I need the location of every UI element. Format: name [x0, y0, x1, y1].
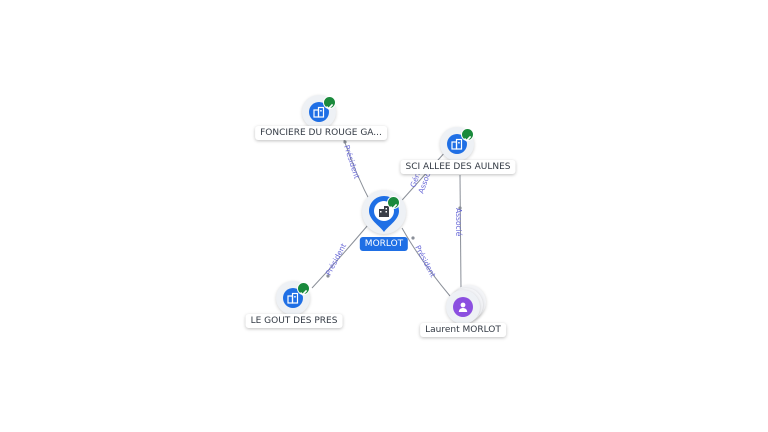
node-central[interactable]: MORLOT	[359, 188, 409, 251]
verified-check-icon	[297, 282, 310, 296]
verified-check-icon	[323, 96, 336, 110]
node-label-laurent: Laurent MORLOT	[420, 323, 506, 337]
company-building-icon	[451, 138, 463, 150]
edge-gout-arrow	[326, 274, 330, 278]
edge-label-laurent-sci: Associé	[454, 208, 463, 237]
node-laurent[interactable]: Laurent MORLOT	[420, 285, 506, 337]
person-icon	[458, 302, 468, 312]
company-building-icon	[313, 106, 325, 118]
edge-fonciere-arrow	[343, 140, 347, 144]
node-gout[interactable]: LE GOUT DES PRES	[245, 281, 343, 328]
edge-label-laurent-central: Président	[413, 244, 437, 279]
edge-label-gout: Président	[324, 242, 348, 277]
node-label-sci: SCI ALLEE DES AULNES	[400, 160, 516, 174]
node-label-gout: LE GOUT DES PRES	[245, 314, 343, 328]
verified-check-icon	[387, 196, 400, 210]
verified-check-icon	[461, 128, 474, 142]
edge-laurent-sci	[459, 174, 462, 291]
edge-gout	[311, 224, 369, 289]
edge-label-fonciere: Président	[342, 144, 361, 180]
node-label-fonciere: FONCIERE DU ROUGE GA...	[255, 126, 387, 140]
company-building-icon	[379, 206, 389, 217]
node-label-central: MORLOT	[359, 237, 409, 251]
company-building-icon	[287, 292, 299, 304]
edge-laurent-central	[401, 227, 451, 297]
edge-laurent-central-arrow	[411, 236, 415, 240]
edge-laurent-sci-arrow	[458, 206, 462, 210]
node-sci[interactable]: SCI ALLEE DES AULNES	[400, 127, 516, 174]
node-fonciere[interactable]: FONCIERE DU ROUGE GA...	[255, 95, 387, 140]
